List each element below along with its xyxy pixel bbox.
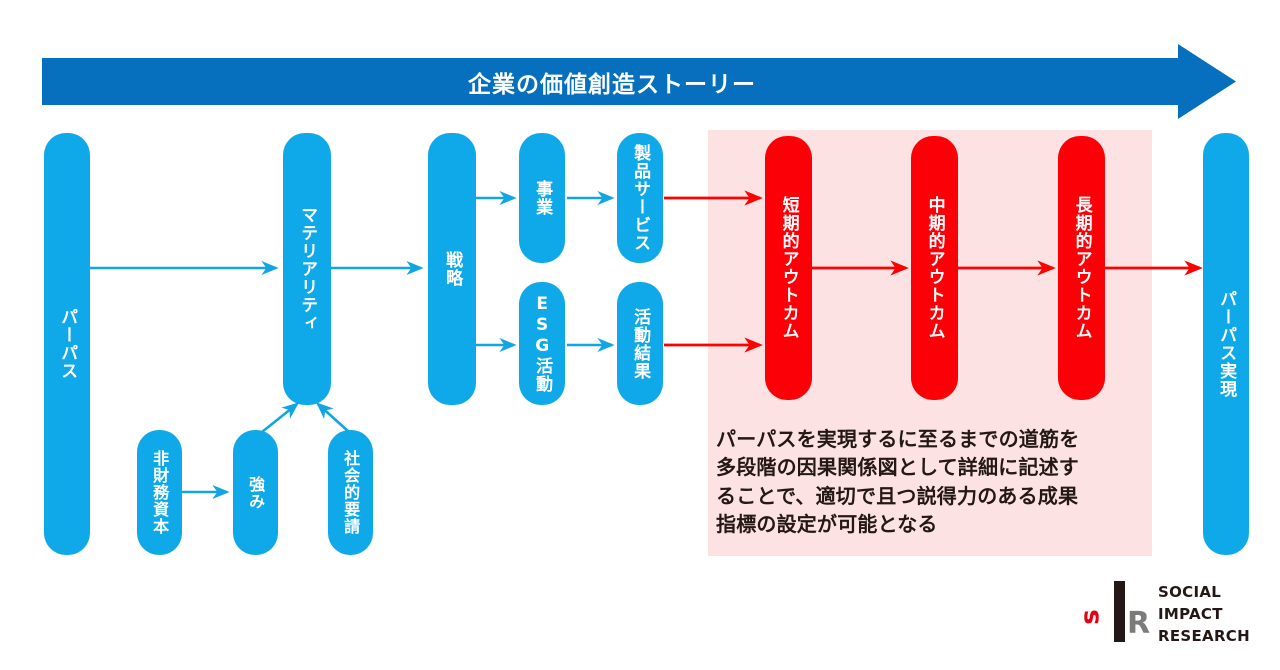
node-product-service[interactable]: 製品サービス	[617, 133, 663, 263]
node-social-demand-label: 社会的要請	[341, 450, 361, 535]
logo-word-social: SOCIAL	[1158, 583, 1222, 601]
node-materiality-label: マテリアリティ	[297, 206, 318, 332]
node-business-label: 事業	[532, 180, 553, 216]
node-purpose-label: パーパス	[57, 308, 78, 380]
arrow-strength-to-materiality	[261, 402, 300, 434]
page-title: 企業の価値創造ストーリー	[468, 71, 756, 98]
logo-wordmark: SOCIAL IMPACT RESEARCH	[1158, 582, 1250, 647]
description-line-4: 指標の設定が可能となる	[716, 512, 938, 537]
logo-s-glyph: s	[1075, 609, 1106, 625]
node-activity-result-label: 活動結果	[630, 307, 651, 380]
node-strength-label: 強み	[246, 475, 266, 510]
node-purpose-realization[interactable]: パーパス実現	[1203, 133, 1249, 555]
arrow-social-demand-to-materiality	[316, 402, 350, 433]
logo-r-glyph: R	[1127, 606, 1151, 641]
description-line-2: 多段階の因果関係図として詳細に記述す	[716, 455, 1079, 480]
logo: s R SOCIAL IMPACT RESEARCH	[1076, 578, 1264, 650]
node-long-term-outcome[interactable]: 長期的アウトカム	[1058, 136, 1105, 400]
banner-arrow: 企業の価値創造ストーリー	[42, 44, 1236, 119]
node-business[interactable]: 事業	[519, 133, 565, 263]
node-strategy-label: 戦略	[442, 251, 463, 287]
node-esg-activity[interactable]: ESG活動	[519, 282, 565, 405]
logo-word-impact: IMPACT	[1158, 604, 1223, 623]
node-non-financial-capital-label: 非財務資本	[150, 450, 170, 535]
node-social-demand[interactable]: 社会的要請	[328, 430, 373, 555]
node-purpose-realization-label: パーパス実現	[1216, 290, 1237, 398]
node-materiality[interactable]: マテリアリティ	[283, 133, 331, 405]
node-strength[interactable]: 強み	[233, 430, 278, 555]
logo-mark-icon: s R	[1076, 578, 1151, 650]
banner-arrow-shape	[42, 44, 1236, 119]
node-activity-result[interactable]: 活動結果	[617, 282, 663, 405]
node-short-term-outcome[interactable]: 短期的アウトカム	[765, 136, 812, 400]
logo-word-research: RESEARCH	[1158, 626, 1250, 645]
node-strategy[interactable]: 戦略	[428, 133, 476, 405]
node-non-financial-capital[interactable]: 非財務資本	[137, 430, 182, 555]
description-line-1: パーパスを実現するに至るまでの道筋を	[716, 427, 1080, 451]
node-esg-activity-label: ESG活動	[532, 294, 553, 393]
logo-bar-glyph	[1114, 581, 1125, 642]
node-long-term-outcome-label: 長期的アウトカム	[1071, 196, 1092, 340]
node-mid-term-outcome[interactable]: 中期的アウトカム	[911, 136, 958, 400]
description-line-3: ることで、適切で且つ説得力のある成果	[716, 483, 1079, 508]
node-purpose[interactable]: パーパス	[44, 133, 90, 555]
node-short-term-outcome-label: 短期的アウトカム	[778, 196, 799, 340]
node-product-service-label: 製品サービス	[630, 144, 651, 252]
description-text: パーパスを実現するに至るまでの道筋を 多段階の因果関係図として詳細に記述す るこ…	[716, 425, 1148, 539]
node-mid-term-outcome-label: 中期的アウトカム	[924, 196, 945, 340]
